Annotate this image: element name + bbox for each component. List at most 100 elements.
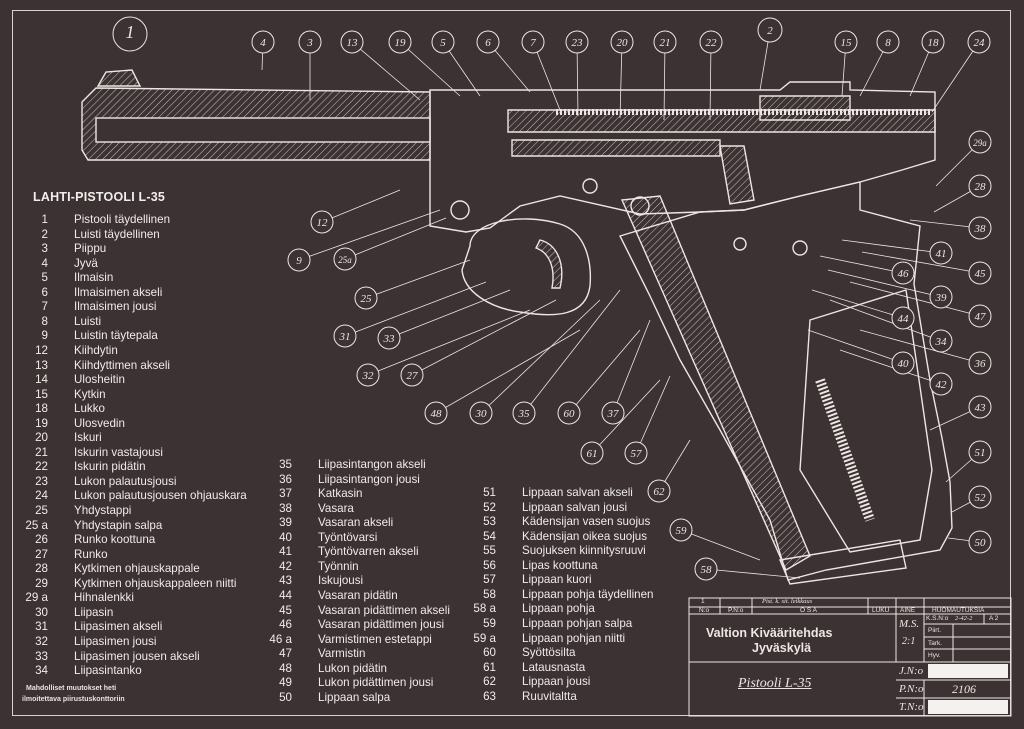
part-name: Ruuvitaltta [522,689,577,703]
callout-circle [929,285,953,309]
leader-line [811,289,904,319]
callout-label: 59 [676,525,688,537]
callout-47: 47 [968,304,992,328]
leader-line [827,269,942,298]
leader-line [619,41,623,119]
pin-a [582,178,598,194]
part-name: Lukon palautusjousi [74,474,177,488]
tb-head-notes: HUOMAUTUKSIA [932,607,985,614]
callout-label: 15 [841,37,853,49]
callout-circle [968,174,992,198]
callout-label: 60 [564,408,576,420]
part-number: 39 [279,516,292,530]
callout-9: 9 [287,248,311,272]
part-number: 57 [483,573,496,587]
callout-circle [377,326,401,350]
tb-head-aine: AINE [900,607,916,614]
leader-line [612,319,651,414]
part-number: 14 [35,373,48,387]
company-name: Valtion Kivääritehdas [706,626,833,640]
callout-1: 1 [112,16,148,52]
callout-circle [929,329,953,353]
mainspring [815,378,875,522]
part-name: Iskurin vastajousi [74,445,163,459]
callout-circle [929,372,953,396]
leader-line [909,219,981,229]
callout-circle [669,518,693,542]
callout-circle [424,401,448,425]
leader-line [568,329,641,414]
callout-label: 46 [898,268,910,280]
callout-circle [968,351,992,375]
callout-60: 60 [557,401,581,425]
callout-circle [354,286,378,310]
tn-field [928,700,1008,714]
part-name: Työnnin [318,559,359,573]
callout-61: 61 [580,441,604,465]
leader-line [523,289,621,414]
callout-label: 37 [607,408,620,420]
part-number: 45 [279,603,292,617]
part-name: Piippu [74,242,107,256]
part-number: 51 [483,486,496,499]
callout-circle [968,304,992,328]
callout-label: 40 [898,358,910,370]
callout-label: 33 [383,333,396,345]
part-number: 46 [279,618,292,632]
part-number: 32 [35,634,48,648]
part-number: 40 [279,530,292,544]
callout-circle [653,30,677,54]
part-name: Kädensijan vasen suojus [522,515,651,529]
part-name: Kytkimen ohjauskappaleen niitti [74,576,237,590]
part-name: Kiihdytin [74,343,118,357]
callout-label: 31 [339,331,351,343]
callout-label: 44 [898,313,910,325]
callout-33: 33 [377,326,401,350]
callout-27: 27 [400,363,424,387]
callout-circle [469,401,493,425]
part-name: Pistooli täydellinen [74,213,171,226]
part-number: 52 [483,500,496,514]
tb-head-luku: LUKU [872,607,890,614]
part-name: Ulosvedin [74,416,125,430]
callout-15: 15 [834,30,858,54]
callout-label: 62 [654,486,666,498]
trigger-guard [461,218,592,316]
grip-inner [799,289,933,553]
note-line2: ilmoitettava piirustuskonttoriin [22,696,125,703]
callout-51: 51 [968,440,992,464]
callout-circle [968,395,992,419]
callout-circle [521,30,545,54]
barrel-bore [95,117,431,143]
part-name: Vasaran pidättimen akseli [318,603,450,617]
part-number: 26 [35,533,48,547]
part-name: Lippaan pohjan salpa [522,616,633,630]
callout-circle [565,30,589,54]
front-sight [96,69,142,87]
callout-8: 8 [876,30,900,54]
part-name: Hihnalenkki [74,591,134,605]
callout-7: 7 [521,30,545,54]
part-number: 29 a [25,591,48,605]
callout-circle [891,261,915,285]
part-name: Syöttösilta [522,646,576,660]
callout-circle [647,479,671,503]
slide-top [759,95,851,121]
leader-line [861,251,981,274]
callout-circle [557,401,581,425]
leader-line [435,329,581,414]
callout-circle [333,324,357,348]
callout-28: 28 [968,174,992,198]
leader-line [480,299,601,414]
jn-label: J.N:o [899,665,924,677]
callout-20: 20 [610,30,634,54]
callout-label: 24 [974,37,986,49]
part-number: 41 [279,545,292,559]
part-number: 56 [483,558,496,572]
callout-circle [968,261,992,285]
callout-32: 32 [356,363,380,387]
callout-label: 9 [296,255,302,267]
leader-line [532,41,561,111]
part-name: Lukon pidätin [318,661,387,675]
